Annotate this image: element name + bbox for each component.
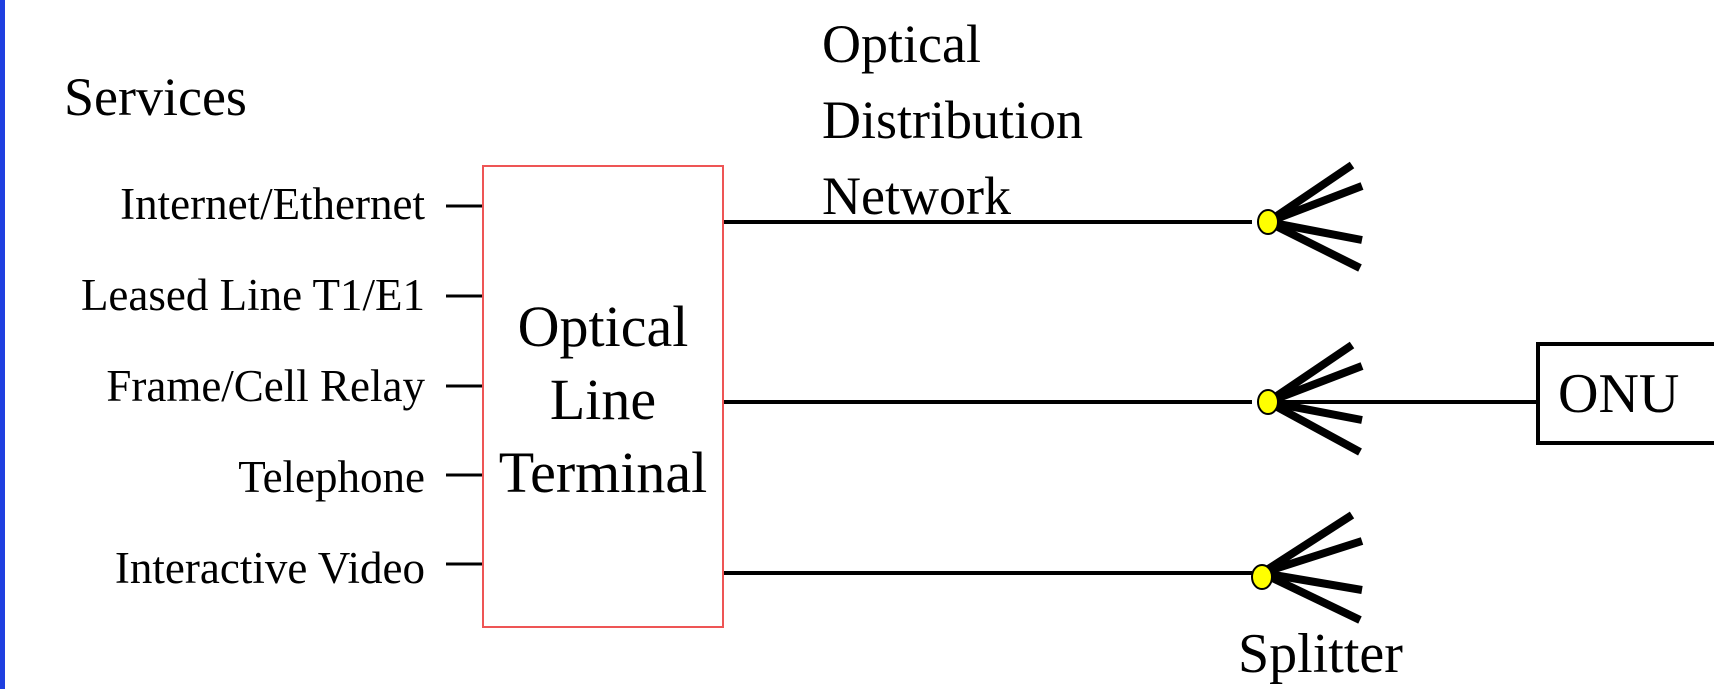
- splitter-node-icon: [1251, 564, 1273, 590]
- service-leased-line: Leased Line T1/E1: [80, 270, 425, 320]
- service-internet-ethernet: Internet/Ethernet: [120, 179, 425, 229]
- service-interactive-video: Interactive Video: [114, 543, 425, 593]
- service-connectors: [446, 204, 482, 566]
- olt-label-line: Line: [549, 367, 657, 432]
- onu-label: ONU: [1558, 363, 1680, 425]
- splitter-fanout-middle: [1265, 341, 1364, 456]
- splitter-fanouts: [1259, 161, 1364, 624]
- olt-label: Optical Line Terminal: [482, 290, 724, 509]
- services-list: Internet/Ethernet Leased Line T1/E1 Fram…: [0, 0, 425, 689]
- onu-box: [1536, 342, 1714, 445]
- services-title: Services: [64, 67, 247, 127]
- splitter-fanout-bottom: [1259, 511, 1364, 624]
- olt-label-line: Optical: [517, 294, 689, 359]
- splitter-node-icon: [1257, 209, 1279, 235]
- odn-label-line: Optical: [822, 14, 981, 74]
- splitter-label: Splitter: [1238, 623, 1403, 685]
- service-frame-cell-relay: Frame/Cell Relay: [106, 361, 425, 411]
- odn-label: Optical Distribution Network: [822, 6, 1083, 234]
- splitter-fanout-top: [1265, 161, 1364, 272]
- fiber-lines: [724, 220, 1536, 575]
- splitter-node-icon: [1257, 389, 1279, 415]
- splitter-nodes: [1251, 209, 1279, 590]
- olt-box: [482, 165, 724, 628]
- slide-edge-bar: [0, 0, 5, 689]
- service-telephone: Telephone: [238, 452, 425, 502]
- odn-label-line: Distribution: [822, 90, 1084, 150]
- olt-label-line: Terminal: [498, 440, 708, 505]
- odn-label-line: Network: [822, 166, 1011, 226]
